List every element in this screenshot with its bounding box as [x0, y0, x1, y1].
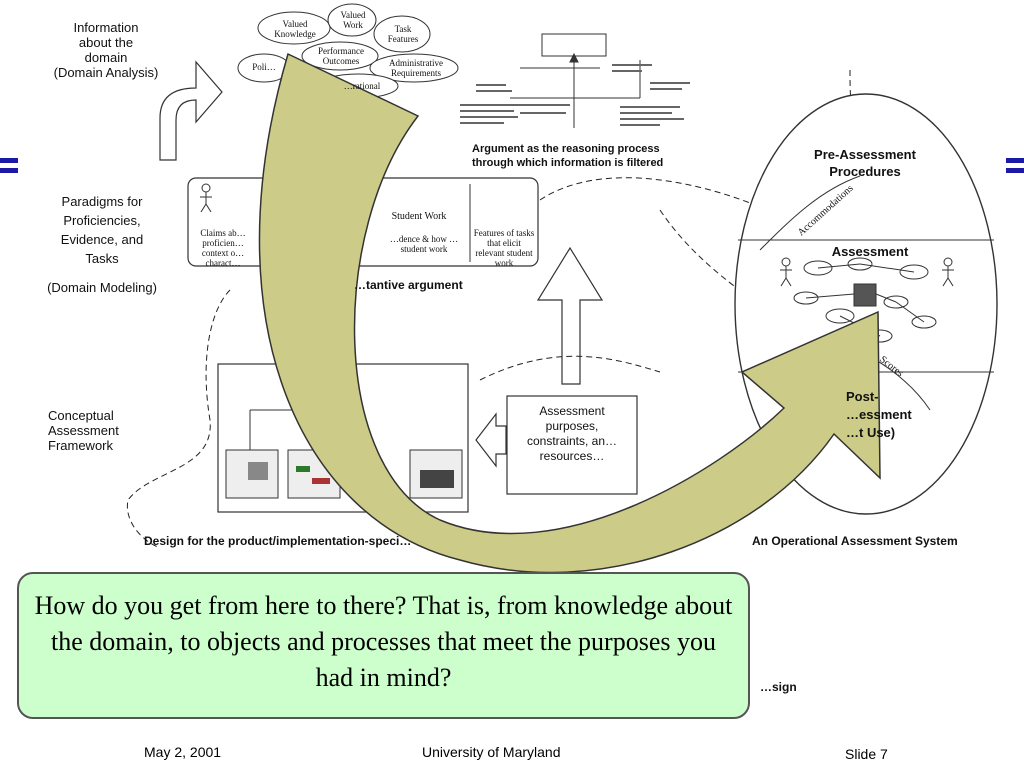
- side-marker-right-bottom: [1006, 168, 1024, 173]
- purposes-box: [506, 395, 638, 495]
- footer-organization: University of Maryland: [422, 744, 561, 760]
- design-caption: Design for the product/implementation-sp…: [144, 534, 412, 548]
- up-arrow-purposes: [536, 246, 604, 385]
- side-marker-left-bottom: [0, 168, 18, 173]
- design-thumb-details: [248, 462, 454, 488]
- up-arrow-domain: [159, 60, 223, 161]
- paradigm-features-text: Features of tasks that elicit relevant s…: [473, 228, 535, 268]
- argument-text-lines: [460, 64, 690, 126]
- domain-modeling-label: Paradigms for Proficiencies, Evidence, a…: [47, 194, 157, 295]
- cloud-performance-outcomes: Performance Outcomes: [318, 46, 364, 66]
- cloud-administrative-requirements: Administrative Requirements: [389, 58, 443, 78]
- paradigm-evidence-text: …dence & how … student work: [389, 234, 459, 254]
- operational-caption: An Operational Assessment System: [752, 534, 958, 548]
- paradigm-student-work-text: Student Work: [391, 211, 447, 222]
- side-marker-right-top: [1006, 158, 1024, 163]
- left-arrow-purposes: [475, 412, 507, 468]
- substantive-argument-label: …tantive argument: [354, 278, 463, 292]
- oval-person-left-icon: [780, 257, 792, 287]
- cloud-policy: Poli…: [252, 62, 276, 72]
- framework-label: Conceptual Assessment Framework: [48, 408, 119, 453]
- footer-slide-number: Slide 7: [845, 746, 888, 762]
- oval-person-right-icon: [942, 257, 954, 287]
- cloud-operational: …rational: [343, 81, 381, 91]
- purposes-text: Assessment purposes, constraints, an… re…: [526, 404, 618, 463]
- cloud-task-features: Task Features: [387, 24, 419, 44]
- question-callout: How do you get from here to there? That …: [17, 572, 750, 719]
- cloud-valued-knowledge: Valued Knowledge: [274, 19, 316, 39]
- assessment-label: Assessment: [831, 244, 909, 259]
- person-figure-icon: [200, 183, 212, 213]
- curved-arrow: [258, 52, 881, 574]
- side-marker-left-top: [0, 158, 18, 163]
- argument-caption: Argument as the reasoning process throug…: [472, 143, 664, 169]
- accommodations-curve: [759, 175, 861, 251]
- pre-assessment-label: Pre-Assessment Procedures: [814, 147, 916, 179]
- domain-analysis-label: Information about the domain (Domain Ana…: [53, 20, 159, 80]
- post-assessment-label: Post- …essment …t Use): [846, 389, 912, 440]
- paradigm-claims-text: Claims ab… proficien… context o… charact…: [200, 228, 246, 268]
- cloud-valued-work: Valued Work: [340, 10, 366, 30]
- footer-date: May 2, 2001: [144, 744, 222, 760]
- design-caption-tail: …sign: [760, 680, 797, 694]
- argument-diagram: [510, 33, 641, 128]
